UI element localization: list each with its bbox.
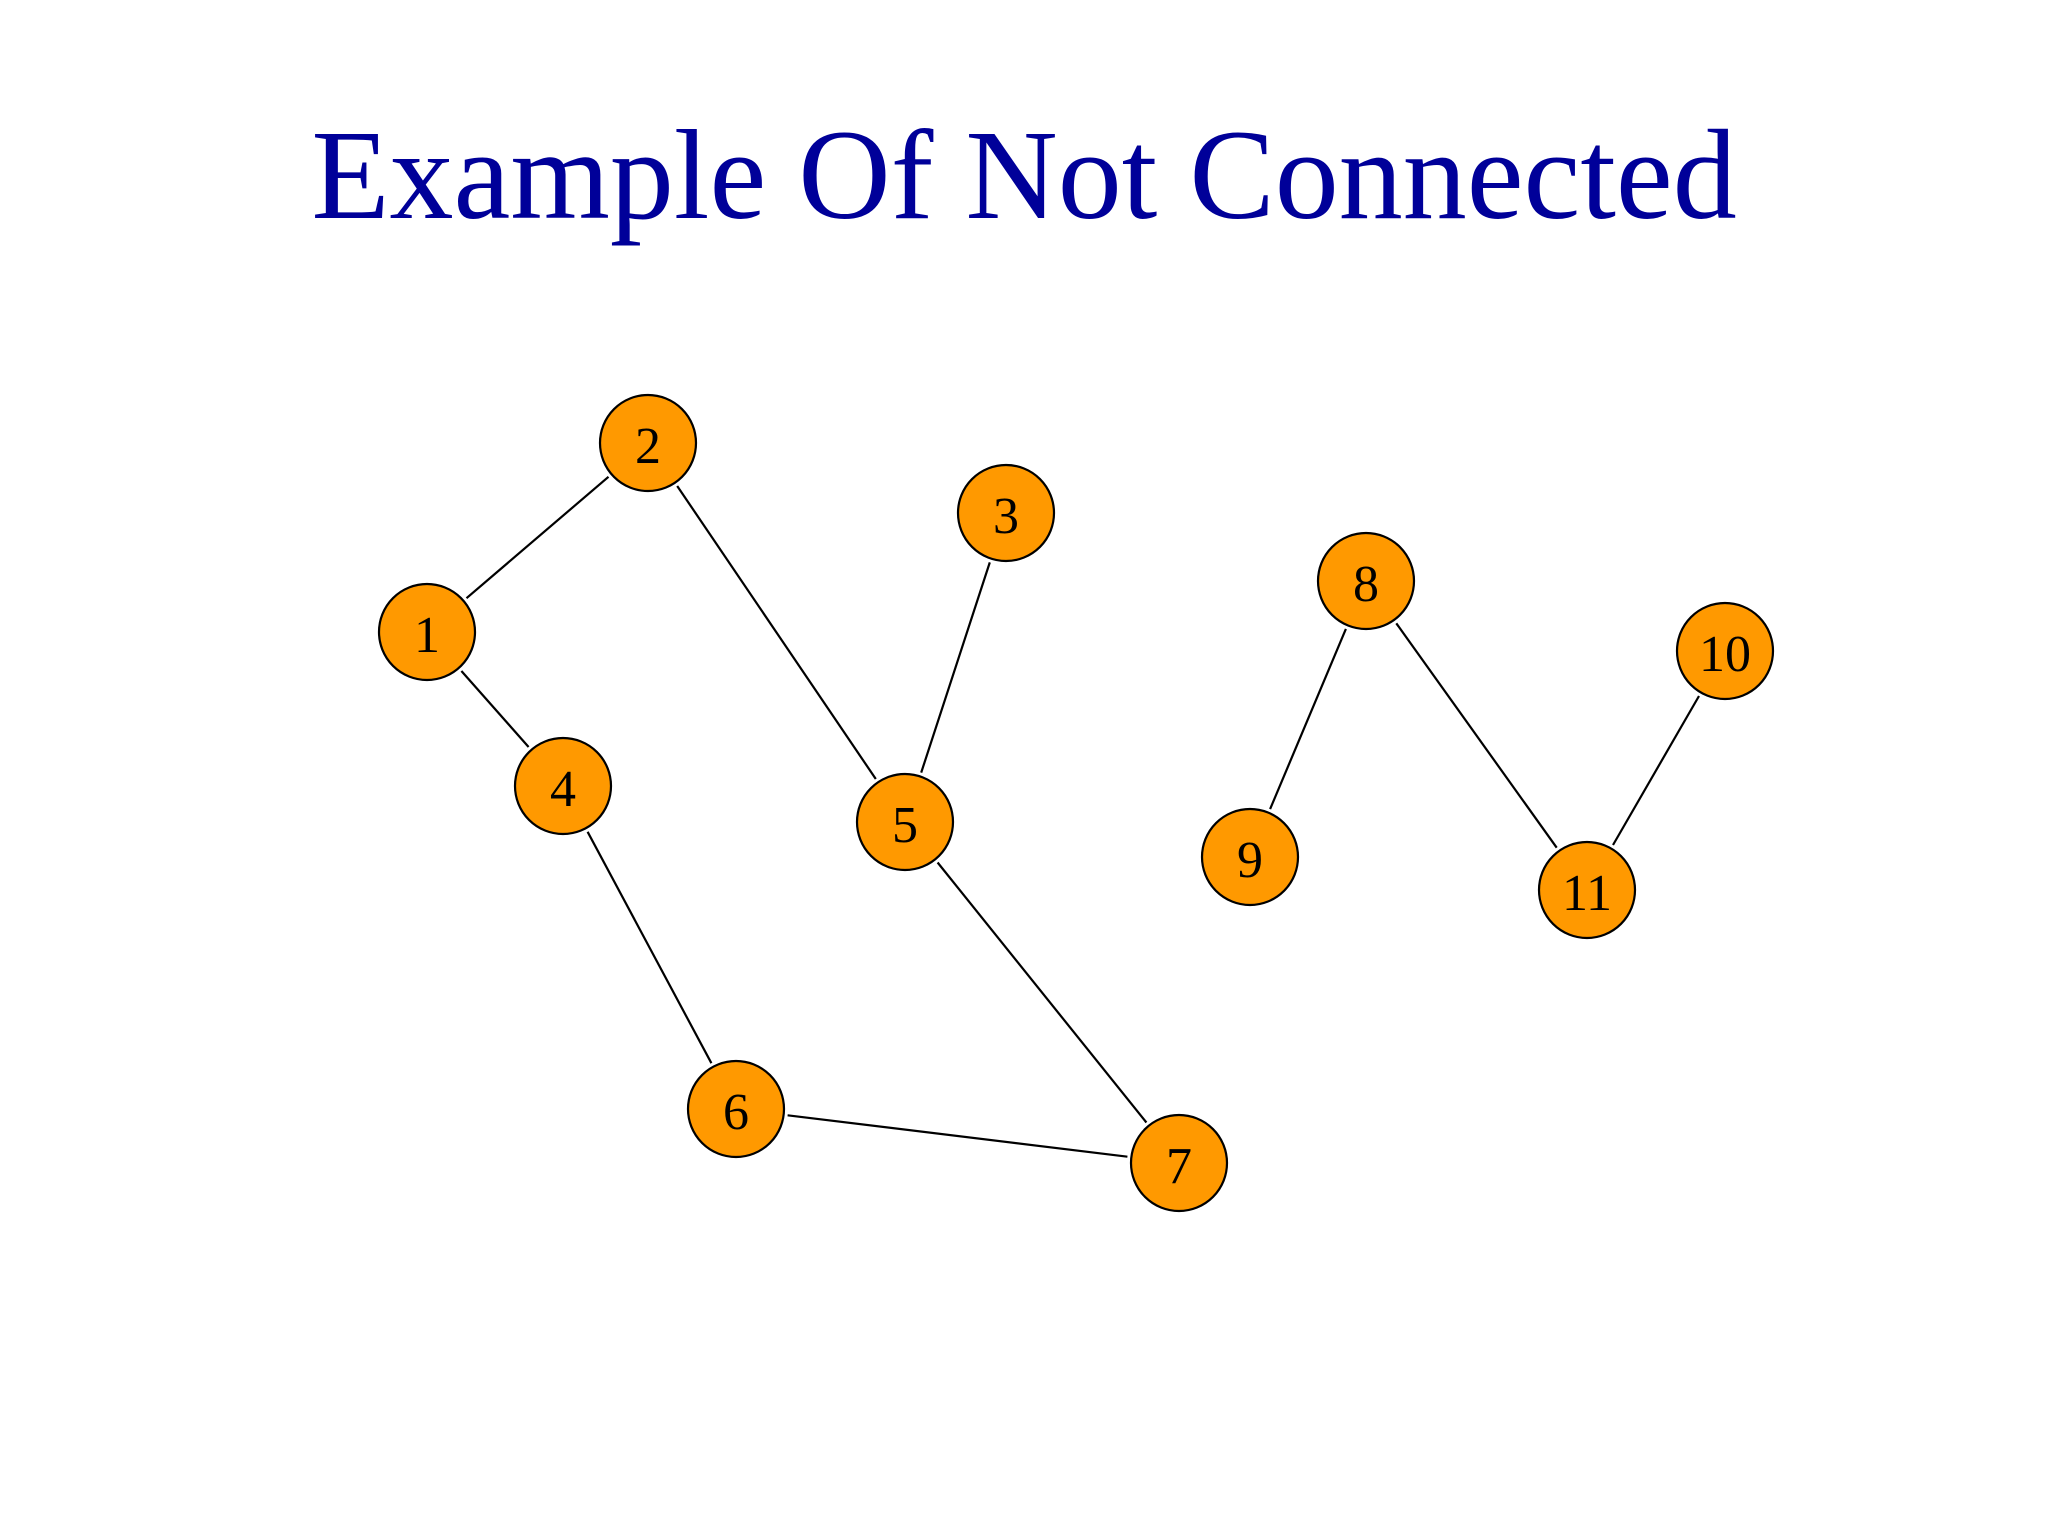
node-9: 9 — [1200, 807, 1300, 907]
node-circle — [1675, 601, 1775, 701]
node-label: 5 — [892, 797, 918, 854]
node-circle — [686, 1059, 786, 1159]
edge-1-4 — [460, 670, 530, 748]
node-label: 3 — [993, 488, 1019, 545]
node-label: 9 — [1237, 832, 1263, 889]
edge-8-11 — [1395, 622, 1558, 849]
node-1: 1 — [377, 582, 477, 682]
slide-title: Example Of Not Connected — [311, 104, 1737, 246]
edge-2-5 — [676, 485, 877, 780]
node-circle — [1537, 840, 1637, 940]
node-8: 8 — [1316, 531, 1416, 631]
edge-5-7 — [936, 861, 1148, 1124]
node-circle — [956, 463, 1056, 563]
node-circle — [855, 772, 955, 872]
nodes-layer: 1 2 3 4 5 6 7 8 9 10 11 — [377, 393, 1775, 1213]
edge-6-7 — [787, 1114, 1128, 1158]
node-label: 2 — [635, 418, 661, 475]
node-circle — [513, 736, 613, 836]
node-label: 6 — [723, 1084, 749, 1141]
node-label: 4 — [550, 761, 576, 818]
node-circle — [1200, 807, 1300, 907]
node-circle — [377, 582, 477, 682]
node-label: 7 — [1166, 1138, 1192, 1195]
edge-1-2 — [465, 475, 610, 600]
node-6: 6 — [686, 1059, 786, 1159]
node-2: 2 — [598, 393, 698, 493]
edges-layer — [460, 475, 1700, 1158]
node-4: 4 — [513, 736, 613, 836]
node-label: 11 — [1562, 865, 1612, 922]
node-circle — [598, 393, 698, 493]
node-10: 10 — [1675, 601, 1775, 701]
edge-4-6 — [586, 831, 713, 1064]
node-5: 5 — [855, 772, 955, 872]
edge-3-5 — [920, 562, 991, 773]
node-circle — [1129, 1113, 1229, 1213]
node-label: 10 — [1699, 626, 1751, 683]
node-label: 1 — [414, 607, 440, 664]
edge-10-11 — [1612, 695, 1700, 846]
node-3: 3 — [956, 463, 1056, 563]
node-11: 11 — [1537, 840, 1637, 940]
node-label: 8 — [1353, 556, 1379, 613]
edge-8-9 — [1269, 628, 1347, 810]
node-7: 7 — [1129, 1113, 1229, 1213]
node-circle — [1316, 531, 1416, 631]
